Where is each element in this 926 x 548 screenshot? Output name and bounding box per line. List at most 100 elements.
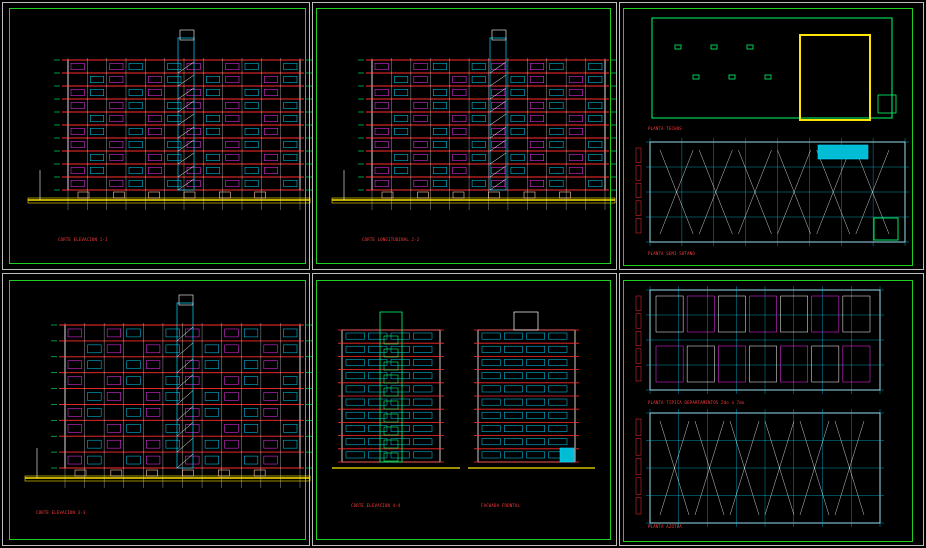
parking-cross xyxy=(694,420,725,516)
window xyxy=(263,455,278,465)
window xyxy=(413,76,428,83)
window xyxy=(481,425,501,432)
car-symbol xyxy=(110,469,123,477)
window xyxy=(433,89,447,96)
side-tag xyxy=(635,330,642,347)
window xyxy=(225,141,240,148)
window xyxy=(206,154,220,161)
car-symbol xyxy=(417,191,429,199)
window xyxy=(374,141,389,148)
window xyxy=(225,63,240,70)
parking-cross xyxy=(777,149,811,235)
window xyxy=(109,154,124,161)
window xyxy=(345,359,365,366)
drawing-frame-6 xyxy=(623,280,913,542)
room-outline xyxy=(686,345,715,383)
window xyxy=(87,344,102,354)
core-opening xyxy=(383,426,399,436)
car-symbol xyxy=(254,191,266,199)
window xyxy=(568,128,583,135)
window xyxy=(70,167,85,174)
window xyxy=(452,76,467,83)
window xyxy=(206,167,220,174)
window xyxy=(90,154,104,161)
roof-vent xyxy=(764,74,772,80)
stair-flight xyxy=(176,453,194,469)
window xyxy=(526,438,545,446)
roof-vent xyxy=(710,44,718,50)
window xyxy=(504,425,523,432)
drawing-frame-4 xyxy=(9,280,306,540)
window xyxy=(283,141,298,148)
window xyxy=(206,128,220,135)
window xyxy=(413,359,433,366)
sheet-cell-5 xyxy=(312,273,617,546)
window xyxy=(283,102,298,109)
window xyxy=(126,376,141,385)
window xyxy=(588,76,603,83)
stair-flight xyxy=(176,406,194,421)
car-symbol xyxy=(452,191,465,199)
car-symbol xyxy=(523,191,536,199)
room-outline xyxy=(718,295,746,333)
window xyxy=(167,115,182,122)
window xyxy=(126,424,141,433)
window xyxy=(491,180,506,187)
window xyxy=(452,167,467,174)
caption-facade: FACHADA FRONTAL xyxy=(481,503,521,508)
window xyxy=(568,167,583,174)
window xyxy=(87,360,102,369)
window xyxy=(70,128,85,135)
stair-flight xyxy=(176,358,194,373)
window xyxy=(70,102,85,109)
caption-elev-4: CORTE ELEVACION 4-4 xyxy=(351,503,401,508)
stair-flight xyxy=(176,422,194,437)
window xyxy=(368,398,388,406)
window xyxy=(413,102,428,109)
window xyxy=(452,128,467,135)
roof-tank xyxy=(179,29,195,41)
roof-vent xyxy=(746,44,754,50)
window xyxy=(263,408,278,417)
room-outline xyxy=(749,345,777,383)
window xyxy=(165,439,180,449)
window xyxy=(374,89,389,96)
stair-flight xyxy=(489,126,507,139)
car-symbol xyxy=(113,191,125,199)
window xyxy=(491,167,506,174)
room-outline xyxy=(811,345,840,383)
room-outline xyxy=(780,295,808,333)
window xyxy=(549,167,564,174)
window xyxy=(90,89,104,96)
stair-flight xyxy=(177,178,195,191)
window xyxy=(204,392,219,401)
window xyxy=(526,451,545,459)
window xyxy=(244,180,259,187)
window xyxy=(106,392,121,401)
window xyxy=(510,89,525,96)
window xyxy=(549,102,564,109)
window xyxy=(549,180,564,187)
window xyxy=(70,180,85,187)
window xyxy=(224,439,239,449)
sheet-cell-2 xyxy=(312,2,617,270)
window xyxy=(433,180,447,187)
window xyxy=(452,154,467,161)
window xyxy=(345,398,365,406)
window xyxy=(109,63,124,70)
parking-cross xyxy=(738,149,772,235)
window xyxy=(67,328,82,338)
window xyxy=(148,89,162,96)
parking-cross xyxy=(816,149,851,235)
window xyxy=(283,344,298,354)
window xyxy=(283,154,298,161)
window xyxy=(471,115,486,122)
side-tag xyxy=(635,165,642,181)
window xyxy=(90,167,104,174)
window xyxy=(224,424,239,433)
roof-vent xyxy=(674,44,682,50)
window xyxy=(67,360,82,369)
window xyxy=(244,455,259,465)
stair-flight xyxy=(177,113,195,126)
window xyxy=(244,128,259,135)
